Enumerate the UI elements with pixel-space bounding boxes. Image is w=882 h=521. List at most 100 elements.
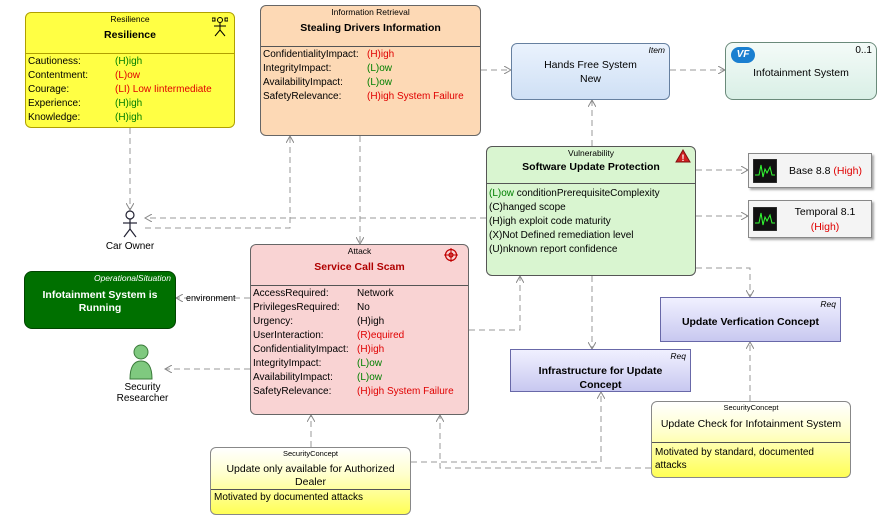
property-label: AccessRequired: xyxy=(253,288,329,299)
vulnerability-metric: (H)igh exploit code maturity xyxy=(489,216,611,227)
property-label: IntegrityImpact: xyxy=(253,358,322,369)
metric-prefix: (X) xyxy=(489,230,503,241)
vulnerability-metric: (C)hanged scope xyxy=(489,202,566,213)
vulnerability-metric: (U)nknown report confidence xyxy=(489,244,617,255)
node-title: Update only available for Authorized xyxy=(226,463,395,475)
stereotype-label: Attack xyxy=(347,246,372,256)
property-value: (LI) Low Iintermediate xyxy=(115,84,212,95)
node-subtitle: Dealer xyxy=(295,476,326,488)
security-researcher-icon[interactable] xyxy=(128,344,154,380)
node-title: Infotainment System xyxy=(753,67,849,79)
stereotype-label: Information Retrieval xyxy=(331,7,410,17)
environment-link-label: environment xyxy=(186,293,236,303)
stereotype-label: Item xyxy=(648,45,665,55)
property-value: (L)ow xyxy=(357,372,383,383)
property-value: (L)ow xyxy=(115,70,141,81)
node-title: Stealing Drivers Information xyxy=(300,22,441,34)
link-attack-vuln xyxy=(469,276,520,331)
property-value: (H)igh xyxy=(367,49,395,60)
property-label: Courage: xyxy=(28,84,70,95)
property-label: Contentment: xyxy=(28,70,89,81)
property-value: Network xyxy=(357,288,394,299)
svg-text:!: ! xyxy=(682,153,685,163)
chart-monitor-icon xyxy=(753,207,777,231)
node-title: Infrastructure for Update xyxy=(538,365,663,377)
property-value: (H)igh xyxy=(357,344,385,355)
security-concept-update-check-node[interactable]: SecurityConcept Update Check for Infotai… xyxy=(651,401,851,478)
node-subtitle: Concept xyxy=(579,379,622,391)
property-value: (H)igh System Failure xyxy=(367,91,464,102)
property-label: IntegrityImpact: xyxy=(263,63,332,74)
warning-icon: ! xyxy=(675,149,691,163)
property-label: UserInteraction: xyxy=(253,330,324,341)
property-label: SafetyRelevance: xyxy=(263,91,342,102)
link-vuln-verif xyxy=(696,267,750,297)
property-label: PrivilegesRequired: xyxy=(253,302,340,313)
base-score-node[interactable]: Base 8.8 (High) xyxy=(748,153,872,188)
node-title: Hands Free System xyxy=(544,59,637,71)
metric-text: Not Defined remediation level xyxy=(502,230,634,241)
property-label: Experience: xyxy=(28,98,81,109)
link-carowner-info xyxy=(145,136,290,229)
information-retrieval-node[interactable]: Information Retrieval Stealing Drivers I… xyxy=(260,5,481,136)
node-title: Service Call Scam xyxy=(314,261,405,273)
property-label: Knowledge: xyxy=(28,112,81,123)
property-value: (H)igh xyxy=(115,56,143,67)
property-value: (H)igh xyxy=(115,112,143,123)
metric-text: nknown report confidence xyxy=(502,244,618,255)
link-dealer-infra xyxy=(411,392,601,463)
property-label: Cautioness: xyxy=(28,56,81,67)
property-label: AvailabilityImpact: xyxy=(263,77,343,88)
operational-situation-node[interactable]: OperationalSituation Infotainment System… xyxy=(24,271,176,329)
score-label: Base 8.8 xyxy=(789,165,834,177)
vf-badge-icon: VF xyxy=(731,47,755,63)
multiplicity-label: 0..1 xyxy=(855,45,872,56)
node-note: Motivated by standard, documented xyxy=(655,447,814,458)
vulnerability-node[interactable]: Vulnerability Software Update Protection… xyxy=(486,146,696,276)
metric-text: hanged scope xyxy=(502,202,566,213)
property-value: (L)ow xyxy=(357,358,383,369)
security-concept-dealer-node[interactable]: SecurityConcept Update only available fo… xyxy=(210,447,411,515)
metric-prefix: (L)ow xyxy=(489,188,515,199)
property-value: (R)equired xyxy=(357,330,405,341)
vulnerability-metric: (X)Not Defined remediation level xyxy=(489,230,634,241)
stereotype-label: Req xyxy=(670,351,686,361)
property-value: No xyxy=(357,302,370,313)
property-value: (H)igh xyxy=(357,316,385,327)
stereotype-label: Req xyxy=(820,299,836,309)
node-title: Update Verfication Concept xyxy=(681,316,820,328)
target-icon xyxy=(444,248,458,262)
node-title: Resilience xyxy=(104,29,156,41)
node-subtitle: New xyxy=(579,73,601,85)
property-label: ConfidentialityImpact: xyxy=(263,49,359,60)
score-level: (High) xyxy=(833,165,862,177)
actor-group-icon xyxy=(212,17,228,37)
metric-prefix: (C) xyxy=(489,202,503,213)
req-verification-node[interactable]: Req Update Verfication Concept xyxy=(660,297,841,342)
property-label: Urgency: xyxy=(253,316,294,327)
property-label: ConfidentialityImpact: xyxy=(253,344,349,355)
security-researcher-label: Security Researcher xyxy=(116,382,169,404)
hands-free-system-node[interactable]: Item Hands Free System New xyxy=(511,43,670,100)
car-owner-actor-icon[interactable] xyxy=(120,210,140,238)
property-value: (H)igh xyxy=(115,98,143,109)
stereotype-label: SecurityConcept xyxy=(282,449,339,458)
stereotype-label: Vulnerability xyxy=(568,148,614,158)
node-title: Software Update Protection xyxy=(522,161,660,173)
stereotype-label: Resilience xyxy=(110,14,150,24)
temporal-score-node[interactable]: Temporal 8.1 (High) xyxy=(748,200,872,238)
infotainment-system-node[interactable]: VF 0..1 Infotainment System xyxy=(725,42,877,100)
metric-text: conditionPrerequisiteComplexity xyxy=(514,188,660,199)
stereotype-label: OperationalSituation xyxy=(93,273,171,283)
property-value: (L)ow xyxy=(367,77,393,88)
req-infrastructure-node[interactable]: Req Infrastructure for Update Concept xyxy=(510,349,691,392)
stereotype-label: SecurityConcept xyxy=(723,403,779,412)
node-note: attacks xyxy=(655,460,687,471)
attack-node[interactable]: Attack Service Call Scam AccessRequired:… xyxy=(250,244,469,415)
chart-monitor-icon xyxy=(753,159,777,183)
property-value: (H)igh System Failure xyxy=(357,386,454,397)
node-note: Motivated by documented attacks xyxy=(214,492,363,503)
metric-text: igh exploit code maturity xyxy=(502,216,611,227)
